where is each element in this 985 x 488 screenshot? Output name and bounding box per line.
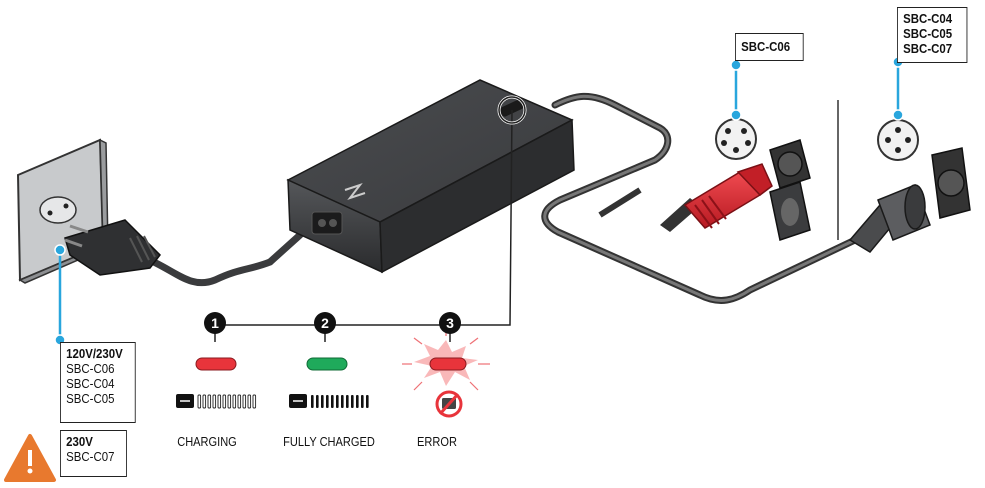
- battery-bar: [207, 394, 212, 409]
- state-2-badge: 2: [314, 312, 336, 334]
- state-1-label: CHARGING: [177, 434, 237, 449]
- c04-group-callout-label: SBC-C04 SBC-C05 SBC-C07: [897, 7, 968, 63]
- battery-bar: [217, 394, 222, 409]
- battery-bar: [366, 395, 369, 408]
- battery-bar: [326, 395, 329, 408]
- battery-icon: [176, 394, 257, 409]
- warning-icon: [4, 434, 56, 482]
- battery-bar: [336, 395, 339, 408]
- charger-icon: [286, 79, 575, 274]
- battery-bar: [232, 394, 237, 409]
- plug-callout-line: SBC-C05: [66, 391, 115, 406]
- battery-bar: [331, 395, 334, 408]
- c06-callout-label: SBC-C06: [735, 33, 804, 61]
- battery-bar: [242, 394, 247, 409]
- battery-bar: [311, 395, 314, 408]
- wall-plug: [64, 219, 161, 276]
- state-2-label: FULLY CHARGED: [283, 434, 375, 449]
- battery-bar: [222, 394, 227, 409]
- battery-bar: [202, 394, 207, 409]
- error-battery-icon: [435, 390, 463, 418]
- battery-bar: [227, 394, 232, 409]
- battery-bar: [346, 395, 349, 408]
- c06-callout-text: SBC-C06: [741, 39, 791, 54]
- battery-bar: [321, 395, 324, 408]
- c04-group-line: SBC-C04: [903, 11, 953, 26]
- led-charging: [195, 357, 237, 371]
- c04-group-line: SBC-C07: [903, 41, 953, 56]
- led-error: [402, 330, 490, 391]
- c06-pin-face: [715, 118, 757, 160]
- battery-bar: [247, 394, 252, 409]
- battery-bar: [212, 394, 217, 409]
- battery-bar: [316, 395, 319, 408]
- warning-callout-line: SBC-C07: [66, 449, 115, 464]
- battery-bar: [356, 395, 359, 408]
- plug-callout-line: SBC-C06: [66, 361, 115, 376]
- battery-bar: [237, 394, 242, 409]
- plug-callout-title: 120V/230V: [66, 346, 123, 361]
- gray-connector: [848, 147, 971, 253]
- plug-callout-line: SBC-C04: [66, 376, 115, 391]
- red-connector: [660, 163, 773, 232]
- battery-bar: [252, 394, 257, 409]
- state-3-badge: 3: [439, 312, 461, 334]
- battery-bar: [361, 395, 364, 408]
- state-3-label: ERROR: [417, 434, 457, 449]
- battery-bar: [197, 394, 202, 409]
- led-charged: [306, 357, 348, 371]
- plug-callout-label: 120V/230V SBC-C06 SBC-C04 SBC-C05: [60, 342, 136, 423]
- warning-callout-label: 230V SBC-C07: [60, 430, 127, 477]
- c04-pin-face: [877, 119, 919, 161]
- c06-socket: [769, 139, 811, 241]
- power-cable: [141, 254, 274, 287]
- warning-callout-title: 230V: [66, 434, 93, 449]
- c04-group-line: SBC-C05: [903, 26, 953, 41]
- battery-icon: [289, 394, 369, 408]
- battery-bar: [341, 395, 344, 408]
- battery-bar: [351, 395, 354, 408]
- state-1-badge: 1: [204, 312, 226, 334]
